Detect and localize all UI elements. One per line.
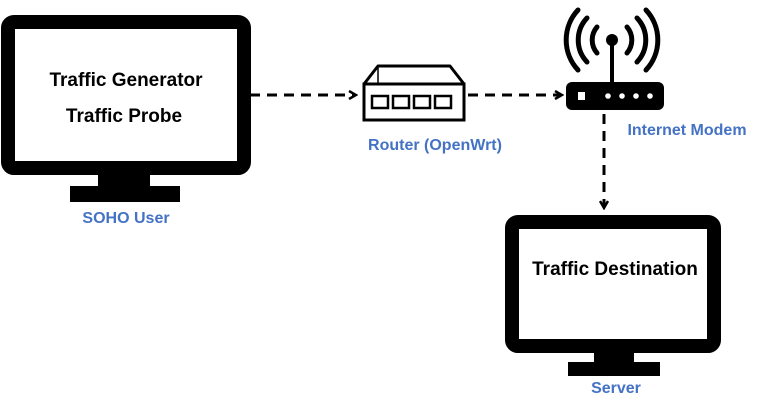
soho-user-label: SOHO User [82, 210, 169, 227]
router-icon [362, 64, 466, 122]
server-monitor-icon [505, 215, 721, 376]
wifi-modem-icon [563, 7, 664, 110]
server-label: Server [591, 380, 641, 397]
traffic-destination-label: Traffic Destination [532, 259, 698, 280]
traffic-probe-label: Traffic Probe [66, 106, 182, 127]
traffic-generator-label: Traffic Generator [49, 70, 203, 91]
router-label: Router (OpenWrt) [368, 137, 502, 154]
soho-user-monitor-icon [1, 15, 251, 202]
internet-modem-label: Internet Modem [627, 122, 746, 139]
